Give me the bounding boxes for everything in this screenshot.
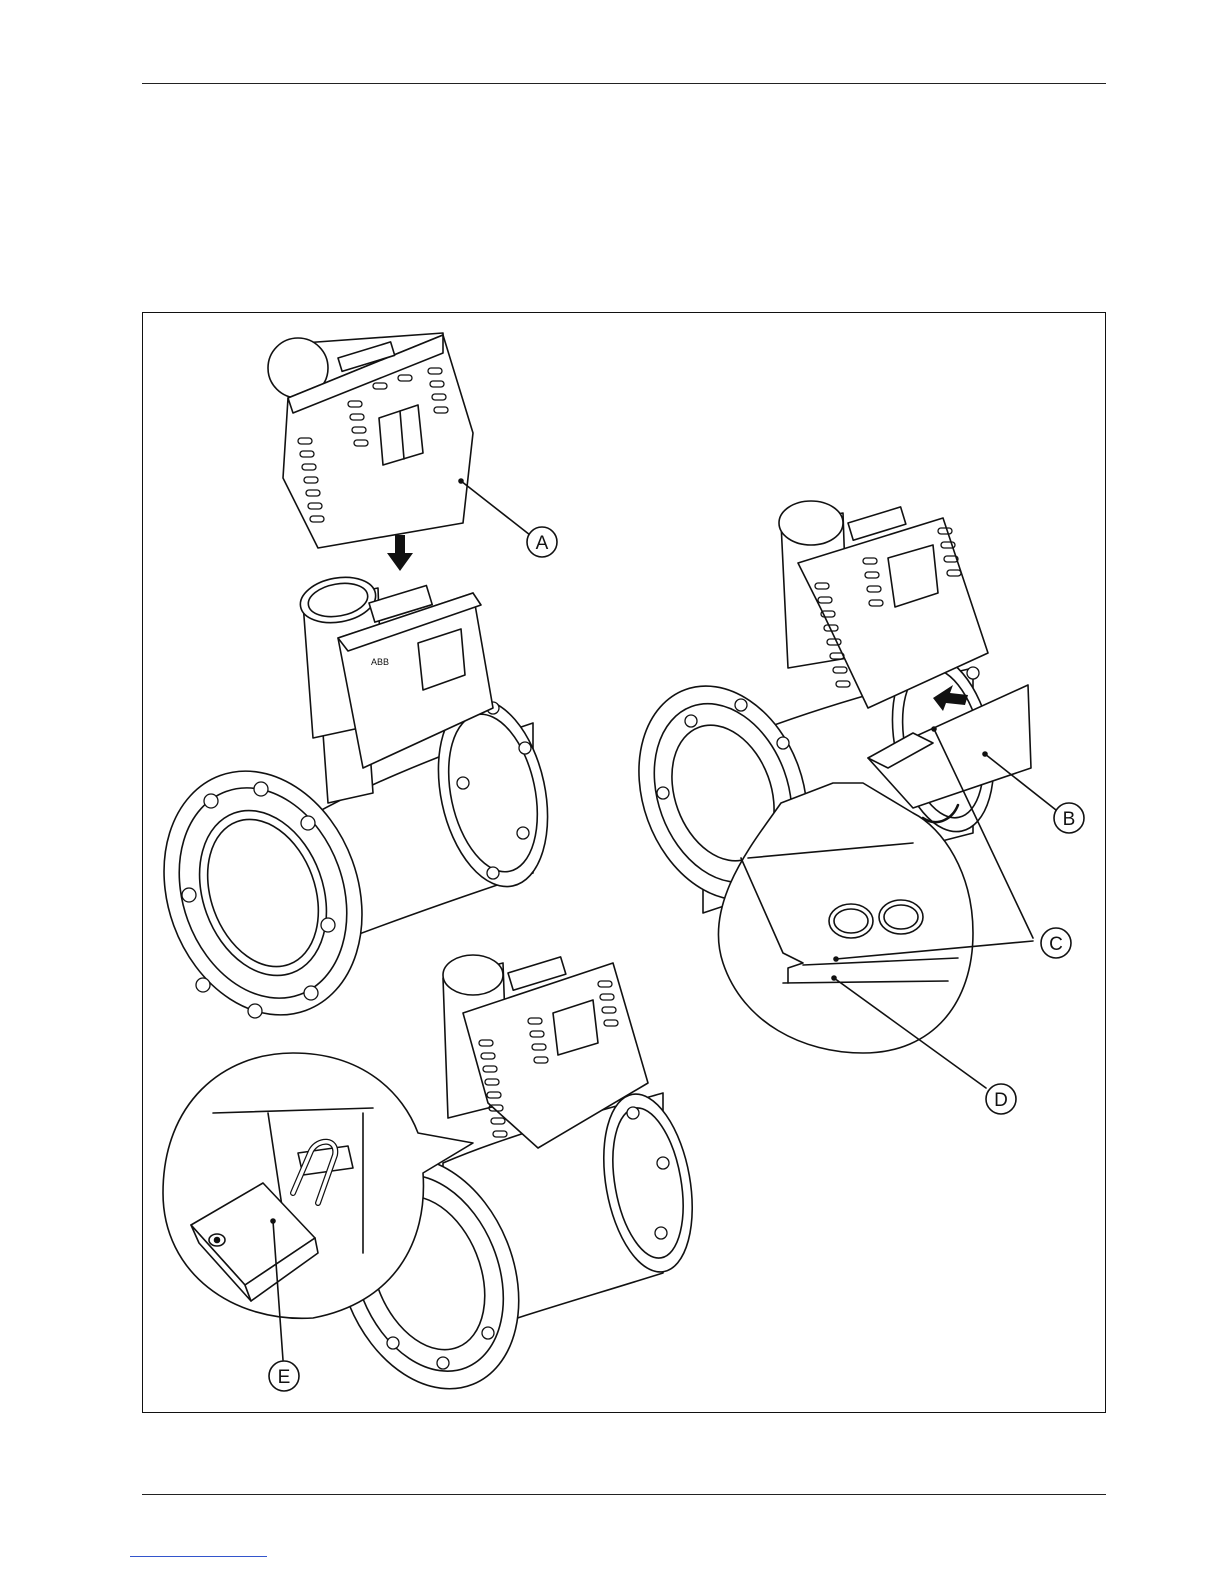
- abb-logo: ABB: [371, 657, 389, 667]
- callout-c: C: [1041, 928, 1071, 958]
- callout-a-label: A: [536, 533, 549, 554]
- callout-d: D: [986, 1084, 1016, 1114]
- callout-b-label: B: [1063, 809, 1076, 830]
- header-rule: [142, 83, 1106, 84]
- callout-a: A: [527, 527, 557, 557]
- callout-b: B: [1054, 803, 1084, 833]
- cover-a-drawing: [268, 333, 530, 571]
- callout-d-label: D: [994, 1090, 1008, 1111]
- footer-link-underline[interactable]: [130, 1556, 267, 1557]
- callout-c-label: C: [1049, 934, 1063, 955]
- callout-e: E: [269, 1361, 299, 1391]
- footer-rule: [142, 1494, 1106, 1495]
- callout-e-label: E: [278, 1367, 291, 1388]
- flowmeter-right-drawing: [610, 501, 1056, 1088]
- flowmeter-bottom-drawing: [163, 955, 705, 1412]
- installation-figure: ABB A: [142, 312, 1106, 1413]
